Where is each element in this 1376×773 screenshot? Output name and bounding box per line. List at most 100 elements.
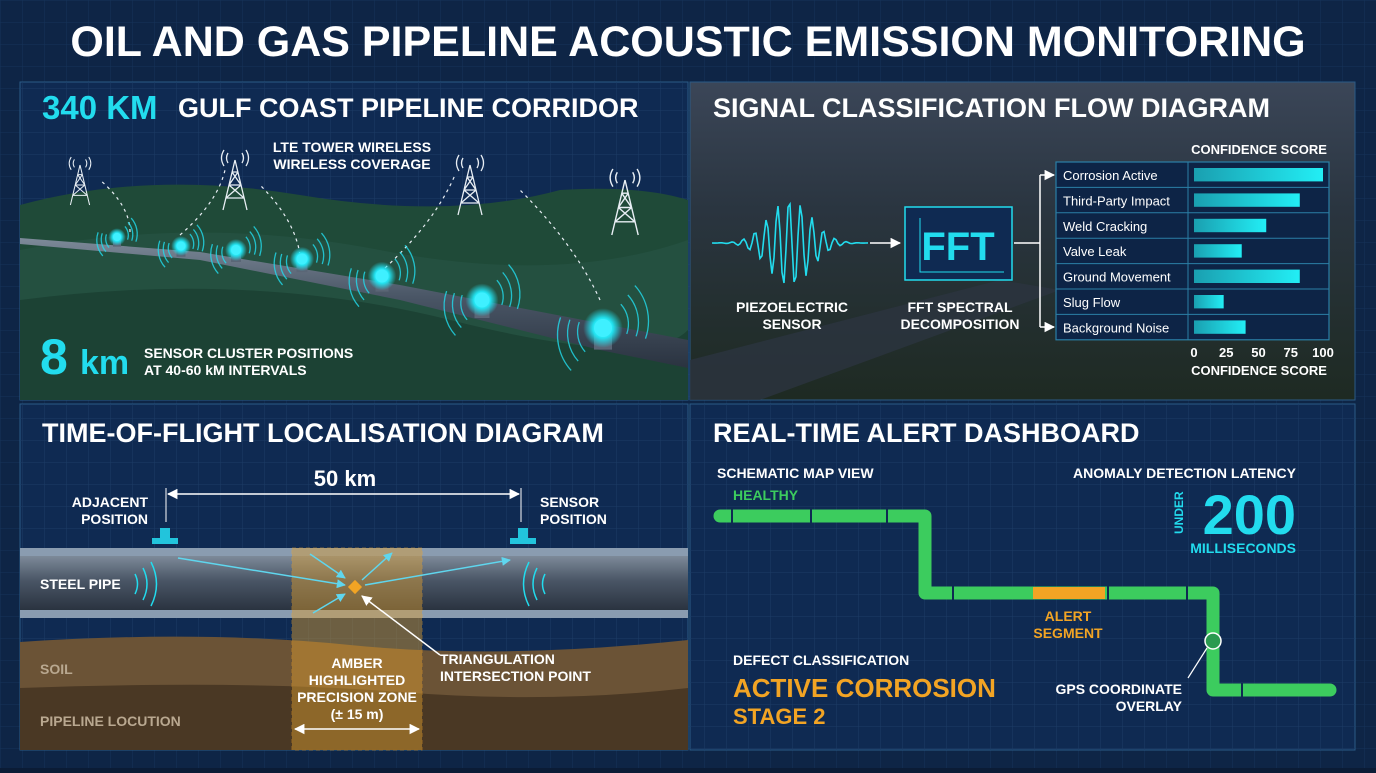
- category-label: Slug Flow: [1063, 295, 1121, 310]
- acoustic-wave-icon: [566, 319, 579, 362]
- zone-label-4: (± 15 m): [331, 706, 384, 722]
- cell-tower-icon: [455, 154, 485, 216]
- sensor-node-icon: [443, 264, 521, 336]
- distance: 50 km: [314, 466, 376, 491]
- acoustic-wave-icon: [215, 245, 223, 269]
- acoustic-wave-icon: [316, 238, 325, 265]
- alert-title: REAL-TIME ALERT DASHBOARD: [713, 418, 1139, 448]
- acoustic-wave-icon: [399, 251, 409, 283]
- alert-segment[interactable]: [1033, 587, 1105, 599]
- latency-value: 200: [1203, 483, 1296, 546]
- sensor-label-1: PIEZOELECTRIC: [736, 299, 848, 315]
- piezo-waveform: [711, 201, 869, 284]
- tof-title: TIME-OF-FLIGHT LOCALISATION DIAGRAM: [42, 418, 604, 448]
- acoustic-wave-icon: [348, 268, 360, 308]
- acoustic-wave-icon: [279, 253, 288, 280]
- latency-unit: MILLISECONDS: [1190, 540, 1296, 556]
- precision-zone: [291, 547, 423, 751]
- acoustic-wave-icon: [394, 258, 402, 281]
- tower-label-1: LTE TOWER WIRELESS: [273, 139, 431, 155]
- acoustic-wave-icon: [134, 561, 546, 607]
- signal-panel: SIGNAL CLASSIFICATION FLOW DIAGRAM FFT P…: [689, 81, 1356, 401]
- acoustic-wave-icon: [221, 246, 227, 264]
- spacing-unit: km: [80, 344, 129, 382]
- tower-label-2: WIRELESS COVERAGE: [273, 156, 430, 172]
- cell-tower-icon: [220, 149, 250, 211]
- x-tick-label: 0: [1190, 345, 1197, 360]
- acoustic-wave-icon: [576, 321, 586, 353]
- soil-label: SOIL: [40, 661, 73, 677]
- sensor-nodes: [96, 217, 650, 371]
- spacing-value: 8: [40, 329, 68, 385]
- sensor-node-icon: [210, 225, 262, 275]
- acoustic-wave-icon: [253, 225, 262, 257]
- corridor-panel: 340 KM GULF COAST PIPELINE CORRIDOR LTE …: [19, 81, 689, 401]
- zone-label-3: PRECISION ZONE: [297, 689, 417, 705]
- acoustic-wave-icon: [249, 231, 257, 255]
- corridor-length: 340 KM: [42, 89, 158, 126]
- category-label: Valve Leak: [1063, 244, 1127, 259]
- sensor-node-icon: [348, 244, 416, 308]
- zone-label-1: AMBER: [331, 655, 382, 671]
- sensor-node-icon: [556, 285, 650, 371]
- fft-desc-1: FFT SPECTRAL: [908, 299, 1013, 315]
- fft-box: [904, 206, 1013, 281]
- signal-title: SIGNAL CLASSIFICATION FLOW DIAGRAM: [713, 93, 1270, 123]
- fft-label: FFT: [921, 225, 994, 269]
- cell-tower-icon: [609, 168, 641, 236]
- acoustic-wave-icon: [502, 271, 513, 308]
- defect-value-2: STAGE 2: [733, 704, 826, 729]
- x-tick-label: 100: [1312, 345, 1334, 360]
- acoustic-wave-icon: [312, 244, 319, 263]
- cell-tower-icon: [68, 156, 92, 206]
- category-label: Ground Movement: [1063, 270, 1171, 285]
- acoustic-wave-icon: [196, 224, 205, 252]
- acoustic-wave-icon: [96, 232, 104, 257]
- acoustic-wave-icon: [451, 292, 462, 329]
- bar: [1194, 168, 1323, 182]
- x-tick-label: 25: [1219, 345, 1233, 360]
- fft-desc-2: DECOMPOSITION: [900, 316, 1019, 332]
- chart-frame: [1055, 161, 1330, 341]
- bar: [1194, 269, 1300, 283]
- acoustic-wave-icon: [627, 294, 640, 337]
- bar: [1194, 244, 1242, 258]
- x-tick-label: 75: [1284, 345, 1298, 360]
- spacing-label-2: AT 40-60 kM INTERVALS: [144, 362, 307, 378]
- acoustic-wave-icon: [556, 317, 572, 371]
- zone-label-2: HIGHLIGHTED: [309, 672, 405, 688]
- acoustic-wave-icon: [105, 234, 110, 248]
- acoustic-wave-icon: [404, 244, 416, 284]
- category-label: Third-Party Impact: [1063, 193, 1170, 208]
- bar: [1194, 320, 1246, 334]
- acoustic-wave-icon: [189, 233, 195, 250]
- acoustic-wave-icon: [620, 303, 630, 335]
- bar: [1194, 218, 1267, 233]
- alert-segment-label-1: ALERT: [1045, 608, 1092, 624]
- acoustic-wave-icon: [157, 240, 166, 268]
- sensor-node-icon: [96, 217, 138, 257]
- acoustic-wave-icon: [273, 252, 284, 286]
- sensor-mount-icon: [510, 528, 536, 544]
- sensor-label-2: SENSOR: [762, 316, 821, 332]
- gps-marker[interactable]: [1204, 632, 1222, 650]
- acoustic-wave-icon: [124, 226, 129, 240]
- adjacent-label-1: ADJACENT: [72, 494, 149, 510]
- acoustic-wave-icon: [210, 243, 219, 275]
- gps-label-1: GPS COORDINATE: [1055, 681, 1182, 697]
- tof-panel: TIME-OF-FLIGHT LOCALISATION DIAGRAM 50 k…: [19, 403, 689, 751]
- acoustic-wave-icon: [320, 232, 331, 266]
- corridor-title: GULF COAST PIPELINE CORRIDOR: [178, 93, 639, 123]
- acoustic-wave-icon: [245, 236, 251, 254]
- intersection-point: [347, 579, 363, 595]
- sensor-node-icon: [273, 232, 331, 286]
- sensor-pos-label-1: SENSOR: [540, 494, 599, 510]
- category-label: Corrosion Active: [1063, 168, 1158, 183]
- sensor-pos-label-2: POSITION: [540, 511, 607, 527]
- adjacent-label-2: POSITION: [81, 511, 148, 527]
- defect-label: DEFECT CLASSIFICATION: [733, 652, 909, 668]
- acoustic-wave-icon: [460, 294, 468, 321]
- bar: [1194, 295, 1224, 309]
- acoustic-wave-icon: [496, 279, 504, 306]
